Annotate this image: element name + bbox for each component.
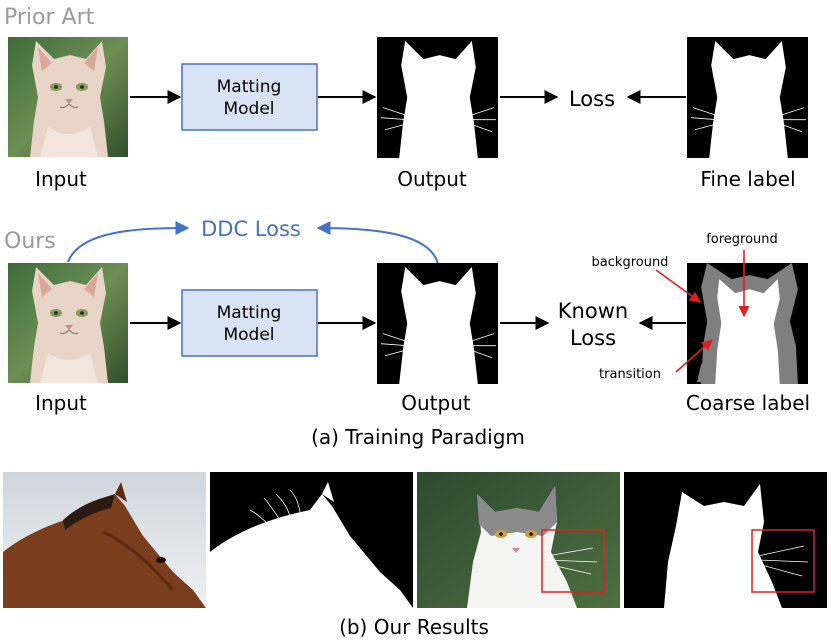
ours-input-label: Input [35, 391, 87, 415]
prior-loss-label: Loss [569, 87, 615, 111]
annotation-transition: transition [599, 367, 661, 382]
prior-output-label: Output [397, 167, 467, 191]
caption-a: (a) Training Paradigm [311, 425, 525, 449]
prior-output-matte [377, 37, 498, 158]
coarse-label-text: Coarse label [686, 391, 810, 415]
result-cat-matte [624, 472, 827, 608]
prior-model-label-line2: Model [223, 99, 274, 119]
prior-fine-label-matte [687, 37, 808, 158]
coarse-label-trimap [687, 263, 808, 384]
result-cat-photo [417, 472, 620, 608]
annotation-background-arrow [655, 269, 701, 303]
ours-heading: Ours [4, 229, 56, 254]
ours-model-label-line2: Model [223, 325, 274, 345]
prior-fine-label-text: Fine label [700, 167, 795, 191]
prior-model-label-line1: Matting [217, 77, 282, 97]
annotation-background: background [592, 255, 669, 270]
result-horse-matte [210, 472, 413, 608]
prior-input-label: Input [35, 167, 87, 191]
result-horse-photo [3, 472, 206, 608]
ddc-arrow-left [67, 221, 190, 263]
ours-model-label-line1: Matting [217, 303, 282, 323]
annotation-transition-arrow [675, 339, 713, 373]
known-loss-line1: Known [558, 299, 628, 323]
prior-input-image [8, 37, 128, 157]
ours-matting-model-box [181, 289, 318, 357]
ours-input-image [8, 263, 128, 383]
ours-output-matte [377, 263, 498, 384]
ours-output-label: Output [401, 391, 471, 415]
caption-b: (b) Our Results [339, 615, 489, 639]
prior-art-heading: Prior Art [4, 5, 95, 30]
prior-matting-model-box [181, 63, 318, 131]
known-loss-line2: Loss [570, 326, 616, 350]
ddc-arrow-right [316, 221, 439, 265]
annotation-foreground: foreground [706, 232, 778, 247]
ddc-loss-label: DDC Loss [201, 217, 301, 241]
